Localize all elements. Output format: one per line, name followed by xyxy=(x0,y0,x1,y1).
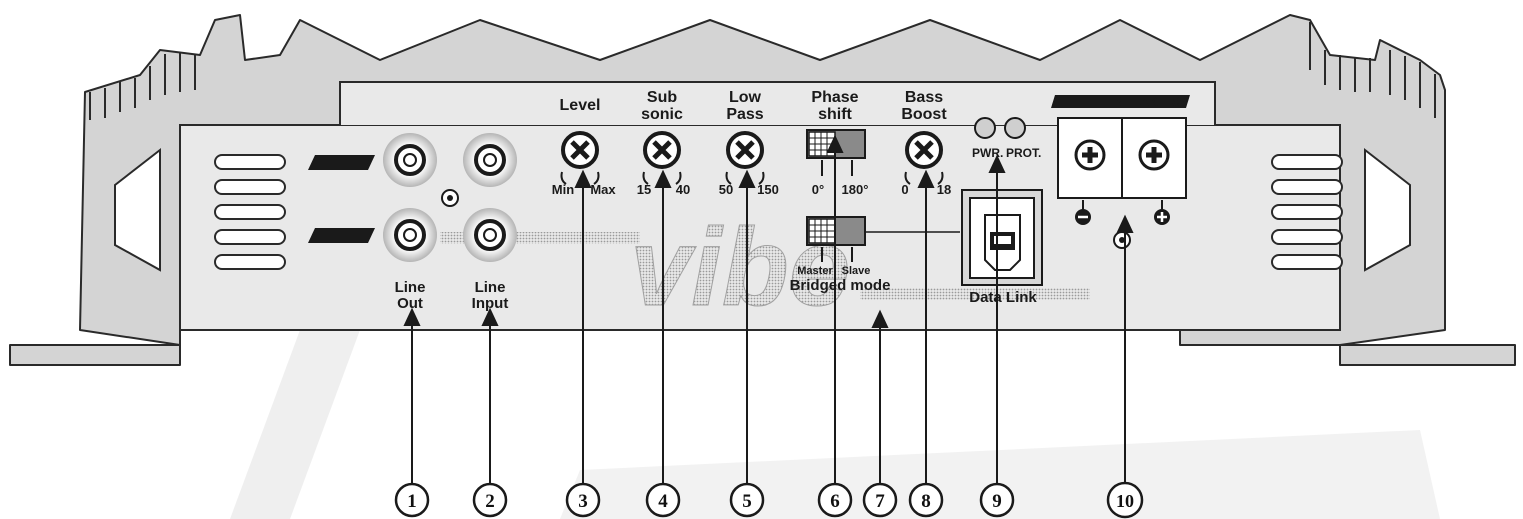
low-pass-min: 50 xyxy=(719,182,733,197)
subsonic-min: 15 xyxy=(637,182,651,197)
vent-slots-right xyxy=(1271,154,1343,270)
line-input-label-1: Line xyxy=(475,279,506,296)
rca-line-input-right[interactable] xyxy=(463,133,517,187)
callout-4: 4 xyxy=(645,482,681,518)
rca-line-out-left[interactable] xyxy=(383,208,437,262)
bridged-master: Master xyxy=(797,265,833,277)
side-cutout-right xyxy=(1364,147,1411,272)
low-pass-title-2: Pass xyxy=(726,106,763,123)
bass-boost-min: 0 xyxy=(901,182,908,197)
svg-text:L: L xyxy=(360,229,368,244)
low-pass-title-1: Low xyxy=(729,89,762,106)
callout-6: 6 xyxy=(817,482,853,518)
phase-shift-title-2: shift xyxy=(818,106,852,123)
low-pass-max: 150 xyxy=(757,182,779,197)
data-link-label: Data Link xyxy=(969,289,1037,306)
rca-line-out-right[interactable] xyxy=(383,133,437,187)
speaker-terminal-negative[interactable] xyxy=(1074,139,1106,171)
callout-2: 2 xyxy=(472,482,508,518)
heatsink-fins-left xyxy=(89,52,196,120)
svg-text:2: 2 xyxy=(485,491,495,512)
bridged-mode-label: Bridged mode xyxy=(790,277,891,294)
bass-boost-title-2: Boost xyxy=(901,106,947,123)
subsonic-title-1: Sub xyxy=(647,89,677,106)
svg-text:1: 1 xyxy=(407,491,417,512)
plus-sign-icon xyxy=(1154,200,1170,225)
phase-shift-0: 0° xyxy=(812,182,824,197)
speakers-header: SPEAKERS xyxy=(1051,94,1190,109)
speaker-terminal-positive[interactable] xyxy=(1138,139,1170,171)
svg-text:6: 6 xyxy=(830,491,840,512)
front-panel-top-raised xyxy=(339,81,1216,125)
line-out-label-1: Line xyxy=(395,279,426,296)
ground-screw-icon xyxy=(441,189,459,207)
callout-5: 5 xyxy=(729,482,765,518)
side-cutout-left xyxy=(114,147,161,272)
minus-sign-icon xyxy=(1075,200,1091,225)
level-min: Min xyxy=(552,182,574,197)
rca-line-input-left[interactable] xyxy=(463,208,517,262)
svg-text:5: 5 xyxy=(742,491,752,512)
ground-screw-right-icon xyxy=(1113,231,1131,249)
bass-boost-max: 18 xyxy=(937,182,951,197)
prot-led-icon xyxy=(1004,117,1026,139)
bass-boost-title-1: Bass xyxy=(905,89,943,106)
callout-1: 1 xyxy=(394,482,430,518)
level-max: Max xyxy=(590,182,616,197)
vent-slots-left xyxy=(214,154,286,270)
watermark-swoosh xyxy=(230,330,1440,519)
brand-streak-2 xyxy=(860,288,1090,300)
channel-badge-left: L xyxy=(308,228,375,244)
phase-shift-180: 180° xyxy=(842,182,869,197)
knob-subsonic[interactable] xyxy=(642,131,682,185)
line-out-label-2: Out xyxy=(397,295,423,312)
callout-8: 8 xyxy=(908,482,944,518)
svg-text:7: 7 xyxy=(875,491,885,512)
callout-3: 3 xyxy=(565,482,601,518)
phase-shift-title-1: Phase xyxy=(811,89,858,106)
svg-text:10: 10 xyxy=(1116,491,1134,511)
callout-leaders xyxy=(403,134,1134,483)
svg-text:3: 3 xyxy=(578,491,588,512)
subsonic-max: 40 xyxy=(676,182,690,197)
knob-low-pass[interactable] xyxy=(725,131,765,185)
pwr-label: PWR. xyxy=(972,146,1003,160)
svg-text:R: R xyxy=(360,156,370,171)
callout-7: 7 xyxy=(862,482,898,518)
svg-text:SPEAKERS: SPEAKERS xyxy=(1113,94,1185,109)
channel-badge-right: R xyxy=(308,155,375,171)
pwr-led-icon xyxy=(974,117,996,139)
heatsink-fins-right xyxy=(1309,22,1436,118)
level-title: Level xyxy=(560,97,601,114)
svg-text:8: 8 xyxy=(921,491,931,512)
svg-text:4: 4 xyxy=(658,491,668,512)
bridged-slave: Slave xyxy=(842,265,871,277)
knob-bass-boost[interactable] xyxy=(904,131,944,185)
data-link-port[interactable] xyxy=(961,189,1043,286)
subsonic-title-2: sonic xyxy=(641,106,683,123)
line-input-label-2: Input xyxy=(472,295,509,312)
prot-label: PROT. xyxy=(1006,146,1041,160)
callout-10: 10 xyxy=(1106,481,1144,519)
svg-text:9: 9 xyxy=(992,491,1002,512)
knob-level[interactable] xyxy=(560,131,600,185)
callout-9: 9 xyxy=(979,482,1015,518)
